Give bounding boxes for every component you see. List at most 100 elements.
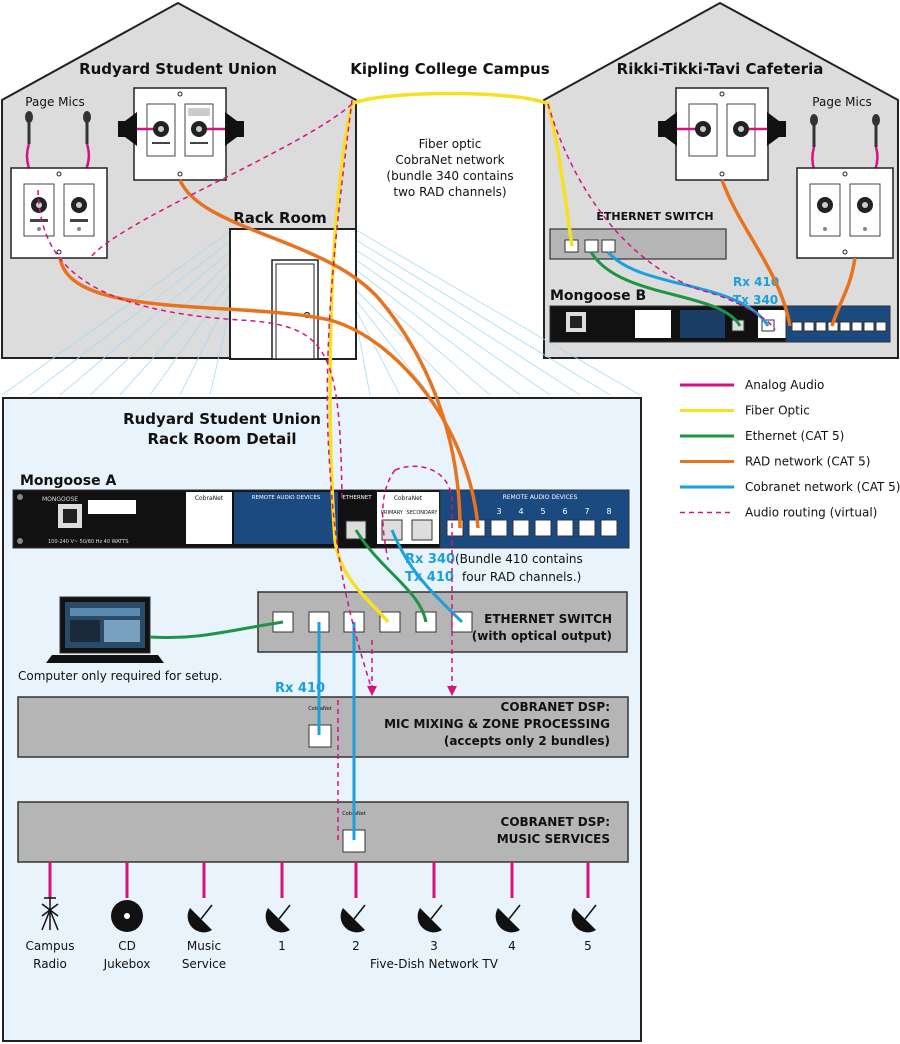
- satellite-dish-icon: [417, 904, 443, 933]
- line-output-plate-union: [133, 87, 227, 181]
- switch-b-title: ETHERNET SWITCH: [596, 210, 713, 223]
- source-label-line1: Music: [187, 939, 221, 953]
- rad-port-number: 8: [606, 507, 611, 516]
- mongoose-a-cobranet-left: CobraNet: [195, 495, 224, 502]
- bundle-note-1: (Bundle 410 contains: [455, 552, 583, 566]
- legend-label: RAD network (CAT 5): [745, 455, 870, 469]
- legend-label: Cobranet network (CAT 5): [745, 480, 900, 494]
- rad-header-left: REMOTE AUDIO DEVICES: [252, 495, 321, 501]
- rad-port-7[interactable]: [578, 519, 596, 537]
- page-mics-left-label: Page Mics: [25, 95, 84, 109]
- source-label-line1: Campus: [26, 939, 75, 953]
- satellite-dish-icon: [340, 904, 366, 933]
- campus-title: Kipling College Campus: [350, 60, 550, 78]
- mongoose-a-cobranet-right: CobraNet: [394, 495, 423, 502]
- mongoose-a-label: Mongoose A: [20, 473, 116, 489]
- rad-port-6[interactable]: [556, 519, 574, 537]
- source-label-line2: Service: [182, 957, 226, 971]
- satellite-dish-icon: [265, 904, 291, 933]
- legend-label: Analog Audio: [745, 378, 824, 392]
- rad-port-number: 4: [518, 507, 523, 516]
- source-labels: Campus Radio CD Jukebox Music Service 1 …: [26, 939, 592, 971]
- source-label-line2: Radio: [33, 957, 67, 971]
- laptop-icon: [46, 596, 164, 663]
- legend-label: Ethernet (CAT 5): [745, 429, 844, 443]
- cd-icon: [111, 900, 143, 932]
- switch-a-title-2: (with optical output): [472, 629, 612, 643]
- fiber-note-1: Fiber optic: [419, 137, 482, 151]
- speaker-icon: [658, 112, 677, 146]
- speaker-icon: [767, 112, 786, 146]
- cobranet-dsp-music: [17, 801, 629, 863]
- rad-port-3[interactable]: [490, 519, 508, 537]
- mic-wall-plate-union: [10, 167, 108, 259]
- satellite-dish-icon: [495, 904, 521, 933]
- ethernet-cable-b: [589, 251, 742, 327]
- switch-b-port-3[interactable]: [601, 239, 616, 253]
- detail-title-2: Rack Room Detail: [148, 430, 297, 448]
- five-dish-label: Five-Dish Network TV: [370, 957, 499, 971]
- rack-room-door[interactable]: [271, 259, 319, 360]
- speaker-icon: [118, 112, 137, 146]
- rad-port-4[interactable]: [512, 519, 530, 537]
- source-label-line1: 2: [352, 939, 360, 953]
- rad-port-8[interactable]: [600, 519, 618, 537]
- fiber-note-2: CobraNet network: [395, 153, 504, 167]
- rx410-b-label: Rx 410: [733, 275, 779, 289]
- rad-port-number: 5: [540, 507, 545, 516]
- rack-room-beams: [1, 229, 641, 396]
- dsp1-title-2: MIC MIXING & ZONE PROCESSING: [384, 717, 610, 731]
- mongoose-b-label: Mongoose B: [550, 288, 646, 304]
- line-output-plate-cafeteria: [675, 87, 769, 181]
- rad-cable-caf-mics: [830, 257, 857, 327]
- switch-a-title-1: ETHERNET SWITCH: [484, 612, 612, 626]
- mongoose-brand-label: MONGOOSE: [42, 496, 78, 503]
- speaker-icon: [225, 112, 244, 146]
- legend-label: Fiber Optic: [745, 404, 810, 418]
- satellite-dish-icon: [571, 904, 597, 933]
- tx410-a-label: Tx 410: [405, 570, 454, 585]
- source-audio-lines: [48, 862, 590, 898]
- rx410-a-label: Rx 410: [275, 681, 325, 696]
- switch-b-port-2[interactable]: [584, 239, 599, 253]
- page-mics-right-label: Page Mics: [812, 95, 871, 109]
- rad-cable-caf-speakers: [720, 179, 792, 327]
- mic-icon: [810, 114, 818, 147]
- fiber-cable: [351, 91, 574, 247]
- rad-port-number: 7: [584, 507, 589, 516]
- fiber-note-3: (bundle 340 contains: [386, 169, 513, 183]
- rad-cable-union-speakers: [178, 179, 462, 529]
- rack-room-title: Rack Room: [233, 209, 327, 227]
- cafeteria-title: Rikki-Tikki-Tavi Cafeteria: [617, 60, 824, 78]
- source-label-line1: 5: [584, 939, 592, 953]
- audio-routing-dashed: [37, 99, 776, 840]
- rx340-a-label: Rx 340: [405, 552, 455, 567]
- detail-title-1: Rudyard Student Union: [123, 410, 321, 428]
- rad-port-5[interactable]: [534, 519, 552, 537]
- mic-wall-plate-cafeteria: [796, 167, 894, 259]
- ethernet-label: ETHERNET: [342, 495, 372, 501]
- cobranet-cable-a: [390, 529, 464, 624]
- source-label-line1: 4: [508, 939, 516, 953]
- union-title: Rudyard Student Union: [79, 60, 277, 78]
- dsp1-title-3: (accepts only 2 bundles): [444, 734, 610, 748]
- ethernet-switch-b: [549, 228, 727, 260]
- dsp1-title-1: COBRANET DSP:: [501, 700, 610, 714]
- satellite-dish-icon: [187, 904, 213, 933]
- mongoose-a-unit: MONGOOSE 100-240 V~ 50/60 Hz 40 WATTS Co…: [12, 489, 630, 549]
- legend-label: Audio routing (virtual): [745, 506, 877, 520]
- mic-icon: [872, 114, 880, 147]
- ethernet-cable-a: [354, 529, 428, 623]
- secondary-label: SECONDARY: [407, 510, 439, 516]
- mic-icon: [83, 111, 91, 144]
- rad-port-number: 3: [496, 507, 501, 516]
- primary-label: PRIMARY: [381, 510, 404, 516]
- source-label-line2: Jukebox: [103, 957, 151, 971]
- mongoose-b-unit: [549, 305, 891, 343]
- source-label-line1: 1: [278, 939, 286, 953]
- fiber-cable-down: [328, 103, 390, 624]
- rad-header-right: REMOTE AUDIO DEVICES: [503, 494, 578, 501]
- rad-port-number: 6: [562, 507, 567, 516]
- power-spec: 100-240 V~ 50/60 Hz 40 WATTS: [48, 539, 129, 545]
